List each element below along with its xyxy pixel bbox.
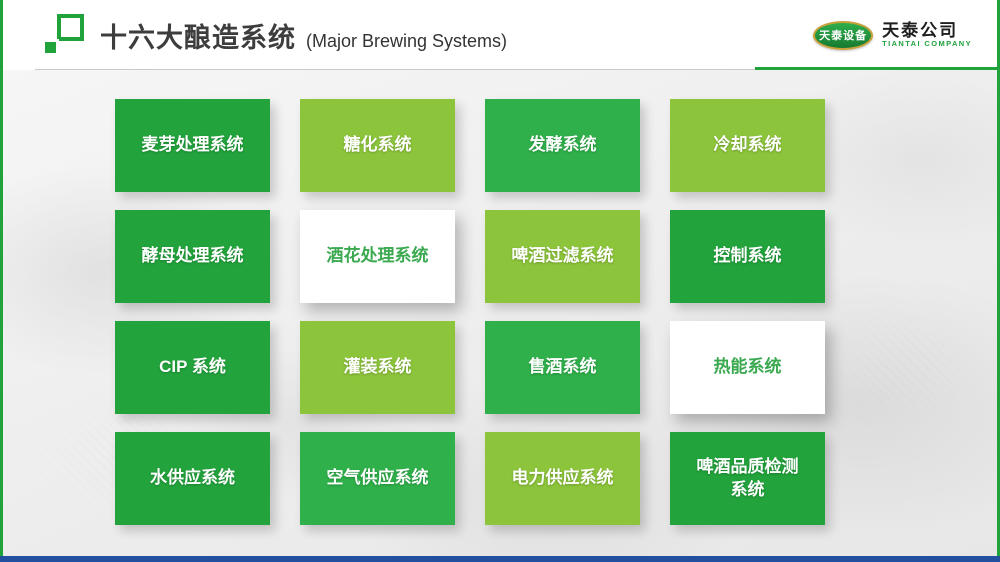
tile-label: CIP 系统 (159, 357, 226, 377)
right-edge-accent (997, 0, 1000, 556)
system-tile-beer-filtration: 啤酒过滤系统 (485, 210, 640, 303)
title-square-icon (42, 12, 84, 58)
page-subtitle: (Major Brewing Systems) (306, 30, 508, 51)
square-outline-icon (57, 14, 84, 41)
company-name-cn: 天泰公司 (882, 20, 959, 40)
system-tile-filling: 灌装系统 (300, 321, 455, 414)
tile-label: 糖化系统 (343, 135, 412, 155)
system-tile-mashing: 糖化系统 (300, 99, 455, 192)
system-tile-cooling: 冷却系统 (670, 99, 825, 192)
tile-label: 发酵系统 (528, 135, 597, 155)
tile-label: 电力供应系统 (511, 468, 614, 488)
company-logo: 天泰设备 天泰公司 TIANTAI COMPANY (813, 20, 972, 50)
system-tile-malt-handling: 麦芽处理系统 (115, 99, 270, 192)
tile-label: 啤酒过滤系统 (511, 246, 614, 266)
header-divider-green (755, 67, 1000, 70)
tile-label: 控制系统 (713, 246, 782, 266)
tile-label: 售酒系统 (528, 357, 597, 377)
system-tile-water-supply: 水供应系统 (115, 432, 270, 525)
page-title: 十六大酿造系统 (100, 22, 296, 53)
system-tile-air-supply: 空气供应系统 (300, 432, 455, 525)
hatch-texture-right (810, 290, 1000, 440)
bottom-edge-accent (0, 556, 1000, 562)
system-tile-quality-testing: 啤酒品质检测系统 (670, 432, 825, 525)
system-tile-power-supply: 电力供应系统 (485, 432, 640, 525)
logo-badge-icon: 天泰设备 (813, 20, 874, 50)
header-divider-gray (35, 69, 755, 70)
tile-label: 热能系统 (713, 357, 782, 377)
tile-label: 空气供应系统 (326, 468, 429, 488)
systems-grid: 麦芽处理系统 糖化系统 发酵系统 冷却系统 酵母处理系统 酒花处理系统 啤酒过滤… (115, 99, 825, 525)
company-name-en: TIANTAI COMPANY (882, 39, 972, 49)
tile-label: 麦芽处理系统 (141, 135, 244, 155)
system-tile-control: 控制系统 (670, 210, 825, 303)
tile-label: 酵母处理系统 (141, 246, 244, 266)
tile-label: 啤酒品质检测系统 (696, 456, 799, 499)
square-fill-icon (42, 39, 59, 56)
logo-badge-text: 天泰设备 (819, 30, 868, 42)
system-tile-beer-selling: 售酒系统 (485, 321, 640, 414)
tile-label: 灌装系统 (343, 357, 412, 377)
logo-text: 天泰公司 TIANTAI COMPANY (882, 21, 972, 49)
system-tile-cip: CIP 系统 (115, 321, 270, 414)
left-edge-accent (0, 0, 3, 556)
slide-header: 十六大酿造系统 (Major Brewing Systems) 天泰设备 天泰公… (0, 0, 1000, 70)
system-tile-hops-handling: 酒花处理系统 (300, 210, 455, 303)
system-tile-yeast-handling: 酵母处理系统 (115, 210, 270, 303)
title-group: 十六大酿造系统 (Major Brewing Systems) (100, 16, 507, 55)
system-tile-thermal-energy: 热能系统 (670, 321, 825, 414)
tile-label: 酒花处理系统 (326, 246, 429, 266)
system-tile-fermentation: 发酵系统 (485, 99, 640, 192)
tile-label: 冷却系统 (713, 135, 782, 155)
tile-label: 水供应系统 (150, 468, 235, 488)
